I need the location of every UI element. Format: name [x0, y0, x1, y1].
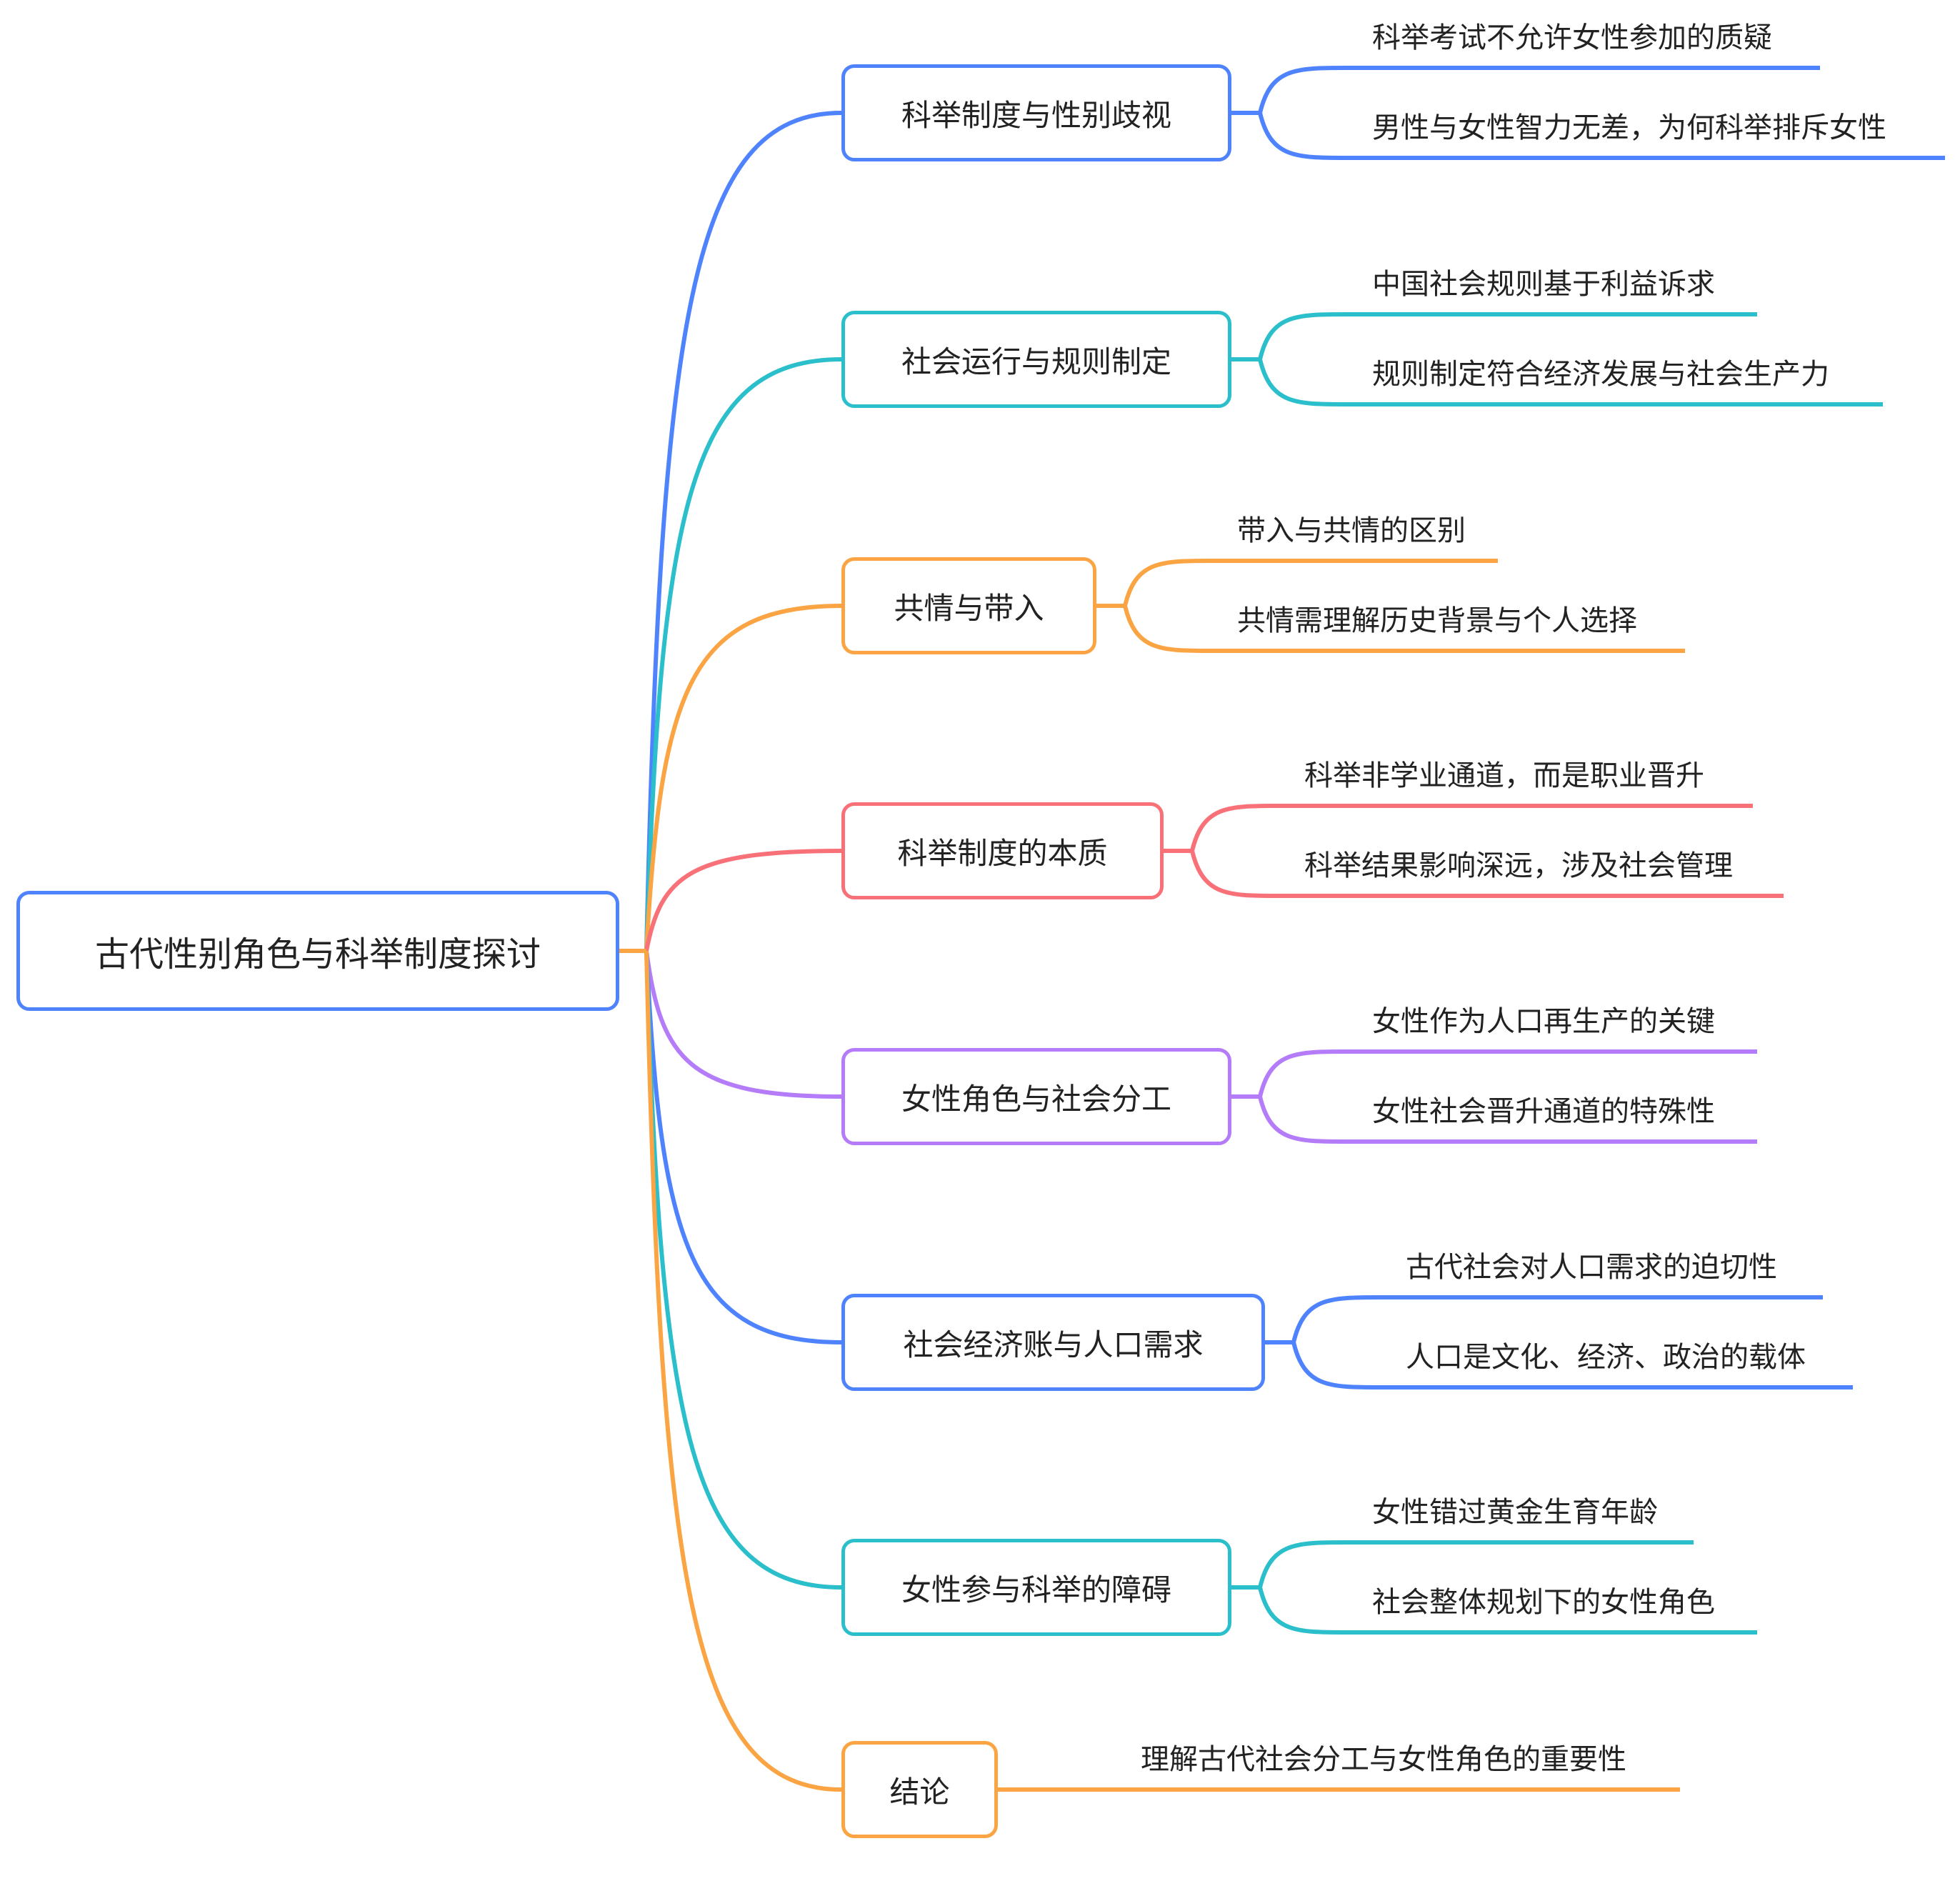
topic-label: 共情与带入: [894, 590, 1044, 626]
topic-to-leaf-connector: [1123, 559, 1498, 607]
topic-to-leaf-connector: [1258, 1587, 1757, 1635]
root-topic[interactable]: 古代性别角色与科举制度探讨: [16, 891, 619, 1011]
leaf-node[interactable]: 女性错过黄金生育年龄: [1372, 1496, 1658, 1529]
root-to-topic-connector: [644, 604, 842, 952]
leaf-node[interactable]: 女性社会晋升通道的特殊性: [1372, 1095, 1715, 1128]
root-to-topic-connector: [644, 950, 842, 1099]
topic-to-leaf-connector: [1258, 1540, 1694, 1588]
topic-node[interactable]: 女性角色与社会分工: [841, 1048, 1231, 1145]
topic-to-leaf-connector: [1258, 1049, 1757, 1097]
topic-label: 社会运行与规则制定: [901, 344, 1171, 379]
topic-to-leaf-connector: [1258, 1096, 1757, 1144]
leaf-node[interactable]: 科举非学业通道，而是职业晋升: [1304, 759, 1704, 792]
root-to-topic-connector: [644, 849, 842, 952]
topic-node[interactable]: 社会运行与规则制定: [841, 311, 1231, 408]
topic-node[interactable]: 社会经济账与人口需求: [841, 1294, 1265, 1391]
leaf-node[interactable]: 中国社会规则基于利益诉求: [1372, 268, 1715, 301]
root-to-topic-connector: [644, 111, 842, 952]
root-to-topic-connector: [644, 357, 842, 952]
leaf-node[interactable]: 规则制定符合经济发展与社会生产力: [1372, 358, 1829, 391]
root-to-topic-connector: [644, 950, 842, 1344]
leaf-node[interactable]: 带入与共情的区别: [1237, 514, 1466, 547]
leaf-node[interactable]: 人口是文化、经济、政治的载体: [1406, 1341, 1806, 1374]
topic-to-leaf-connector: [1123, 605, 1685, 653]
topic-label: 科举制度的本质: [897, 835, 1108, 871]
topic-to-leaf-connector: [1258, 312, 1757, 360]
root-to-topic-connector: [644, 950, 842, 1792]
topic-to-leaf-connector: [1291, 1342, 1853, 1389]
leaf-node[interactable]: 科举结果影响深远，涉及社会管理: [1304, 849, 1733, 882]
leaf-node[interactable]: 社会整体规划下的女性角色: [1372, 1586, 1715, 1619]
topic-to-leaf-connector: [1190, 804, 1753, 852]
root-topic-label: 古代性别角色与科举制度探讨: [94, 934, 541, 974]
topic-to-leaf-connector: [1190, 850, 1784, 898]
leaf-node[interactable]: 科举考试不允许女性参加的质疑: [1372, 21, 1772, 54]
topic-label: 女性角色与社会分工: [901, 1081, 1171, 1117]
topic-label: 科举制度与性别歧视: [901, 97, 1171, 133]
leaf-node[interactable]: 理解古代社会分工与女性角色的重要性: [1141, 1743, 1626, 1776]
leaf-node[interactable]: 男性与女性智力无差，为何科举排斥女性: [1372, 111, 1886, 144]
topic-label: 结论: [889, 1774, 950, 1810]
topic-label: 社会经济账与人口需求: [903, 1327, 1204, 1362]
topic-node[interactable]: 女性参与科举的障碍: [841, 1539, 1231, 1636]
topic-to-leaf-connector: [1258, 66, 1820, 114]
topic-to-leaf-connector: [1291, 1295, 1823, 1343]
leaf-node[interactable]: 共情需理解历史背景与个人选择: [1237, 604, 1637, 637]
topic-node[interactable]: 科举制度与性别歧视: [841, 64, 1231, 161]
topic-node[interactable]: 科举制度的本质: [841, 802, 1164, 899]
topic-node[interactable]: 共情与带入: [841, 557, 1096, 654]
topic-to-leaf-connector: [1258, 112, 1945, 160]
topic-label: 女性参与科举的障碍: [901, 1572, 1171, 1607]
topic-node[interactable]: 结论: [841, 1741, 998, 1838]
leaf-node[interactable]: 女性作为人口再生产的关键: [1372, 1005, 1715, 1038]
root-to-topic-connector: [644, 950, 842, 1590]
leaf-node[interactable]: 古代社会对人口需求的迫切性: [1406, 1251, 1777, 1284]
topic-to-leaf-connector: [1258, 359, 1883, 406]
